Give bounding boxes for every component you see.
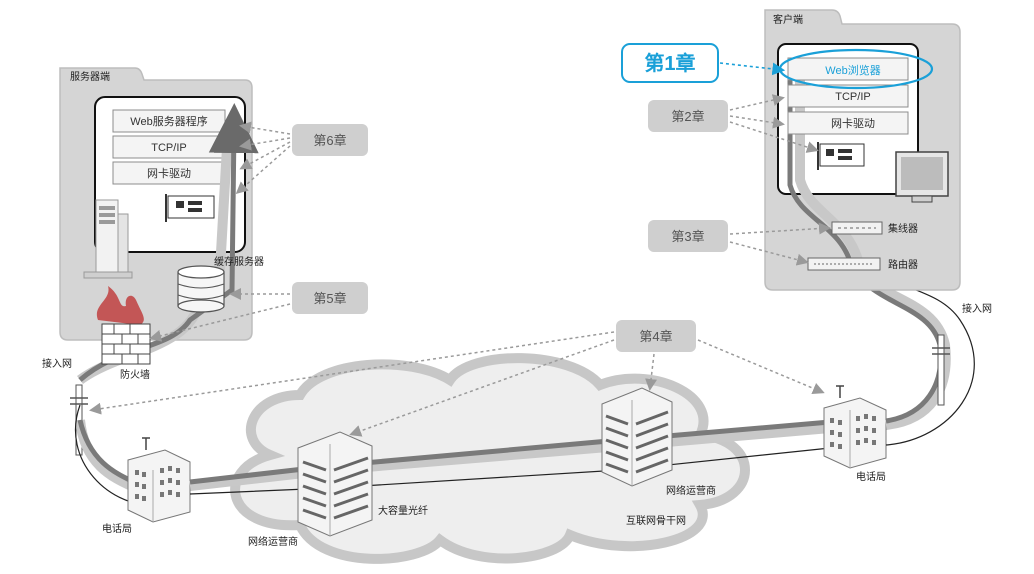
chapter-4-arrows xyxy=(89,331,825,437)
client-stack xyxy=(787,57,909,135)
router-icon xyxy=(807,257,881,271)
chapter-5-label: 第5章 xyxy=(313,291,346,306)
chapter-4-label: 第4章 xyxy=(639,329,672,344)
chapter-5-box xyxy=(292,282,368,314)
server-nic-icon xyxy=(165,194,215,222)
server-layer-web: Web服务器程序 xyxy=(130,114,207,128)
chapter-3-box xyxy=(648,220,728,252)
server-layer-nic-driver: 网卡驱动 xyxy=(147,167,191,180)
left-phone-office-icon xyxy=(127,437,191,523)
hub-icon xyxy=(831,221,883,235)
cache-server-label: 缓存服务器 xyxy=(214,255,264,268)
chapter-1-label: 第1章 xyxy=(644,51,695,75)
chapter-4-box xyxy=(616,320,696,352)
chapter-5-arrows xyxy=(149,288,291,342)
backbone-fiber xyxy=(189,419,831,495)
client-layer-browser: Web浏览器 xyxy=(825,63,880,77)
client-panel-title: 客户端 xyxy=(773,13,803,26)
hub-label: 集线器 xyxy=(888,222,918,235)
server-stack xyxy=(112,109,226,185)
router-label: 路由器 xyxy=(888,258,918,271)
client-cable xyxy=(787,75,865,270)
server-computer-icon xyxy=(83,199,133,279)
chapter-1-box xyxy=(621,43,719,83)
chapter-3-arrows xyxy=(729,222,831,266)
chapter-1-arrow xyxy=(719,62,786,76)
chapter-2-arrows xyxy=(729,94,819,153)
client-layer-tcpip: TCP/IP xyxy=(835,91,870,103)
left-isp-building-icon xyxy=(297,431,373,537)
right-phone-office-icon xyxy=(823,385,887,469)
chapter-6-arrows xyxy=(235,121,291,194)
client-nic-icon xyxy=(817,142,865,170)
chapter-2-label: 第2章 xyxy=(671,109,704,124)
firewall-icon xyxy=(96,286,151,365)
cache-server-icon xyxy=(177,265,225,313)
left-isp-label: 网络运营商 xyxy=(248,535,298,548)
chapter-6-box xyxy=(292,124,368,156)
left-phone-office-label: 电话局 xyxy=(102,522,132,535)
firewall-label: 防火墙 xyxy=(120,368,150,381)
backbone-label: 互联网骨干网 xyxy=(626,515,686,527)
chapter-2-box xyxy=(648,100,728,132)
right-isp-building-icon xyxy=(601,387,673,487)
chapter-3-label: 第3章 xyxy=(671,229,704,244)
client-access-pole-icon xyxy=(932,334,950,406)
right-isp-label: 网络运营商 xyxy=(666,484,716,497)
server-access-network-label: 接入网 xyxy=(42,357,72,370)
server-panel-title: 服务器端 xyxy=(70,70,110,83)
client-access-network-label: 接入网 xyxy=(962,302,992,315)
chapter-6-label: 第6章 xyxy=(313,133,346,148)
server-layer-tcpip: TCP/IP xyxy=(151,142,186,154)
right-phone-office-label: 电话局 xyxy=(856,470,886,483)
fiber-label: 大容量光纤 xyxy=(378,504,428,517)
client-layer-nic-driver: 网卡驱动 xyxy=(831,117,875,130)
client-monitor-icon xyxy=(895,151,949,203)
